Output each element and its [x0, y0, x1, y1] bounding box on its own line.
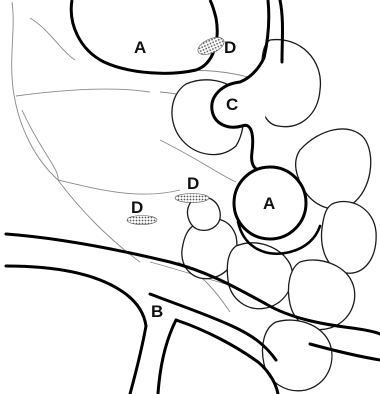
label-d-mid: D [187, 174, 199, 193]
label-d-left: D [131, 198, 143, 217]
vessel-b-branch-left [130, 326, 146, 394]
vessel-b-lower-wall [6, 266, 146, 326]
label-d-top: D [224, 38, 236, 57]
label-a-top: A [134, 38, 146, 57]
d-region-mid [175, 194, 209, 203]
vessel-b-branch-right [158, 320, 176, 394]
upper-lobe [260, 40, 321, 127]
label-a-center: A [263, 194, 275, 213]
label-c: C [226, 95, 238, 114]
label-b: B [151, 302, 163, 321]
vessel-a-top [71, 0, 217, 73]
